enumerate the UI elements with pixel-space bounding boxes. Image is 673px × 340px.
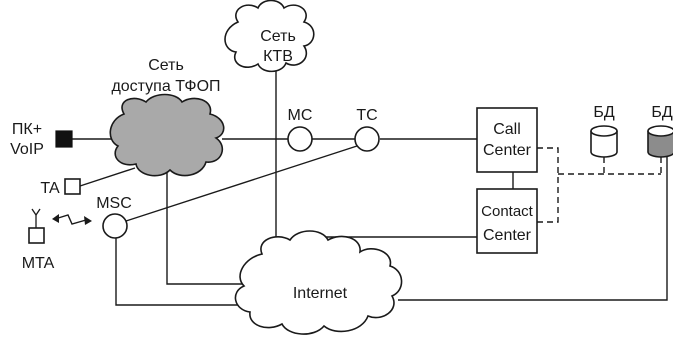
connections bbox=[72, 62, 668, 306]
mc-node: MC bbox=[287, 107, 313, 152]
db1-label: БД bbox=[593, 104, 615, 121]
ta-terminal: TA bbox=[40, 178, 81, 197]
internet-cloud: Internet bbox=[234, 230, 403, 335]
link-msc-tc bbox=[125, 145, 358, 222]
ta-label: TA bbox=[40, 180, 60, 197]
link-internet-db2 bbox=[398, 157, 668, 301]
database-icon-1: БД bbox=[590, 104, 618, 158]
mc-label: MC bbox=[288, 107, 313, 124]
wireless-link-icon bbox=[52, 214, 92, 225]
call-center-label-line2: Center bbox=[483, 142, 532, 159]
ktv-label-line1: Сеть bbox=[260, 28, 296, 45]
mta-terminal: MTA bbox=[22, 208, 55, 272]
mta-label: MTA bbox=[22, 255, 55, 272]
link-ta-pstn bbox=[79, 167, 136, 187]
contact-center-box: Contact Center bbox=[476, 188, 538, 254]
ktv-label-line2: КТВ bbox=[263, 48, 293, 65]
contact-center-label-line2: Center bbox=[483, 227, 532, 244]
tc-label: TC bbox=[356, 107, 377, 124]
msc-label: MSC bbox=[96, 195, 132, 212]
pc-voip-label-line2: VoIP bbox=[10, 141, 44, 158]
call-center-label-line1: Call bbox=[493, 121, 521, 138]
pc-voip-label-line1: ПК+ bbox=[12, 121, 42, 138]
pc-voip-terminal: ПК+ VoIP bbox=[10, 121, 73, 158]
tc-node: TC bbox=[354, 107, 380, 152]
pstn-label-line1: Сеть bbox=[148, 57, 184, 74]
internet-label: Internet bbox=[293, 285, 348, 302]
link-pstn-internet bbox=[166, 172, 252, 285]
dash-db-bus bbox=[537, 147, 559, 223]
contact-center-label-line1: Contact bbox=[481, 203, 534, 220]
call-center-box: Call Center bbox=[476, 107, 538, 173]
db2-label: БД bbox=[651, 104, 673, 121]
pstn-cloud bbox=[109, 93, 225, 177]
msc-node: MSC bbox=[96, 195, 132, 239]
database-icon-2: БД bbox=[647, 104, 673, 158]
ktv-cloud: Сеть КТВ bbox=[224, 0, 315, 73]
pstn-label-line2: доступа ТФОП bbox=[111, 78, 220, 95]
link-msc-internet bbox=[115, 238, 290, 306]
